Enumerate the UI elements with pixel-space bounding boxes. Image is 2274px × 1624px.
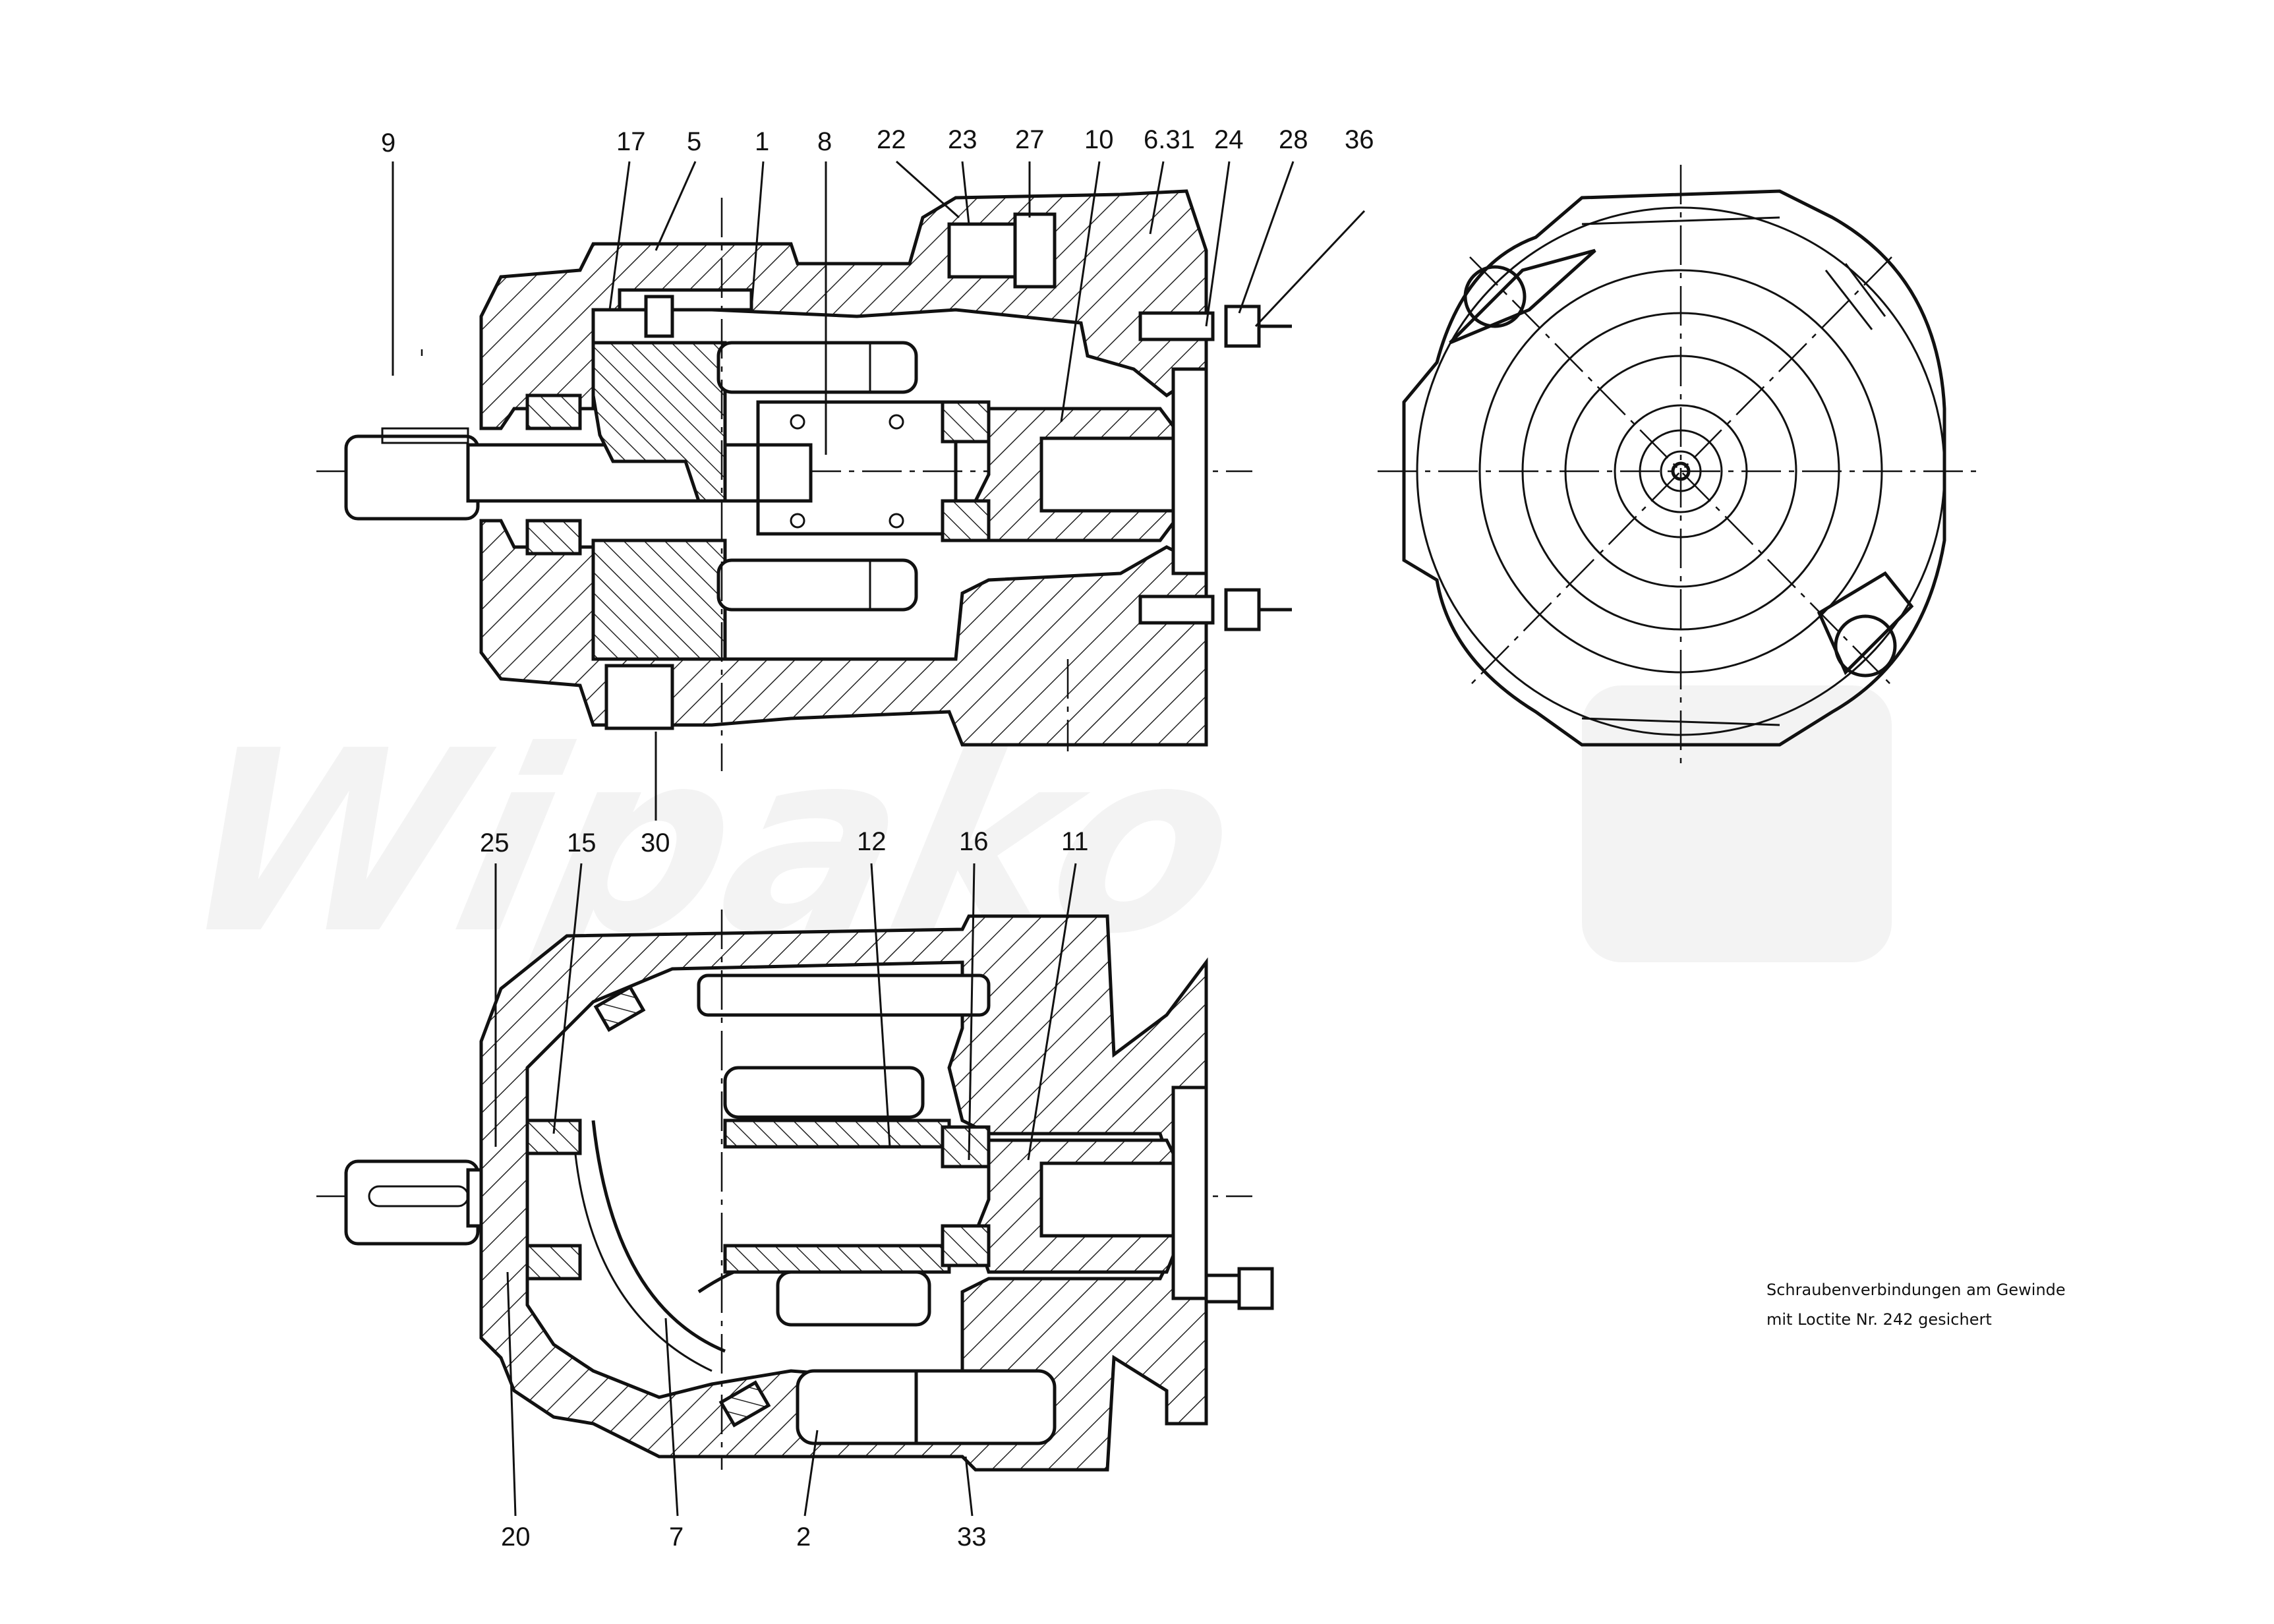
part-label-27: 27	[1015, 125, 1045, 154]
bolt-upper	[1138, 304, 1292, 348]
part-label-23: 23	[948, 125, 977, 154]
part-label-22: 22	[877, 125, 906, 154]
part-label-10: 10	[1084, 125, 1114, 154]
part-label-33: 33	[957, 1522, 987, 1552]
control-piston	[796, 1369, 1057, 1445]
part-callouts: 9 17 5 1 8 22 23 27 10 6.31 24 28 36 30 …	[381, 125, 1374, 1552]
bottom-section-view	[316, 910, 1274, 1472]
note-line-2: mit Loctite Nr. 242 gesichert	[1766, 1310, 1992, 1329]
part-label-30: 30	[641, 828, 670, 857]
part-label-11: 11	[1061, 827, 1089, 856]
lower-piston	[716, 558, 918, 612]
watermark-logo-block	[1582, 685, 1892, 962]
bolt-lower	[1138, 588, 1292, 631]
part-label-24: 24	[1214, 125, 1244, 154]
part-label-36: 36	[1345, 125, 1374, 154]
end-view-bolt-hole-upper	[1463, 265, 1527, 328]
note-line-1: Schraubenverbindungen am Gewinde	[1766, 1281, 2066, 1299]
part-label-16: 16	[959, 827, 989, 856]
part-label-17: 17	[616, 127, 646, 156]
part-label-9: 9	[381, 129, 395, 158]
part-label-25: 25	[480, 828, 510, 857]
part-label-28: 28	[1279, 125, 1308, 154]
part-label-20: 20	[501, 1522, 531, 1552]
part-label-1: 1	[755, 127, 769, 156]
part-label-2: 2	[796, 1522, 811, 1552]
part-label-15: 15	[567, 828, 597, 857]
end-view	[1378, 165, 1984, 771]
top-section-view	[316, 189, 1292, 771]
part-label-7: 7	[669, 1522, 684, 1552]
upper-piston	[716, 341, 918, 394]
assembly-note: Schraubenverbindungen am Gewinde mit Loc…	[1766, 1281, 2066, 1329]
drive-shaft	[344, 434, 480, 521]
bolt-bottom	[1204, 1267, 1274, 1310]
drive-shaft-lower	[344, 1159, 480, 1246]
part-label-12: 12	[857, 827, 887, 856]
part-label-6-31: 6.31	[1144, 125, 1195, 154]
part-label-5: 5	[687, 127, 701, 156]
part-label-8: 8	[817, 127, 832, 156]
end-view-bolt-hole-lower	[1834, 614, 1897, 678]
